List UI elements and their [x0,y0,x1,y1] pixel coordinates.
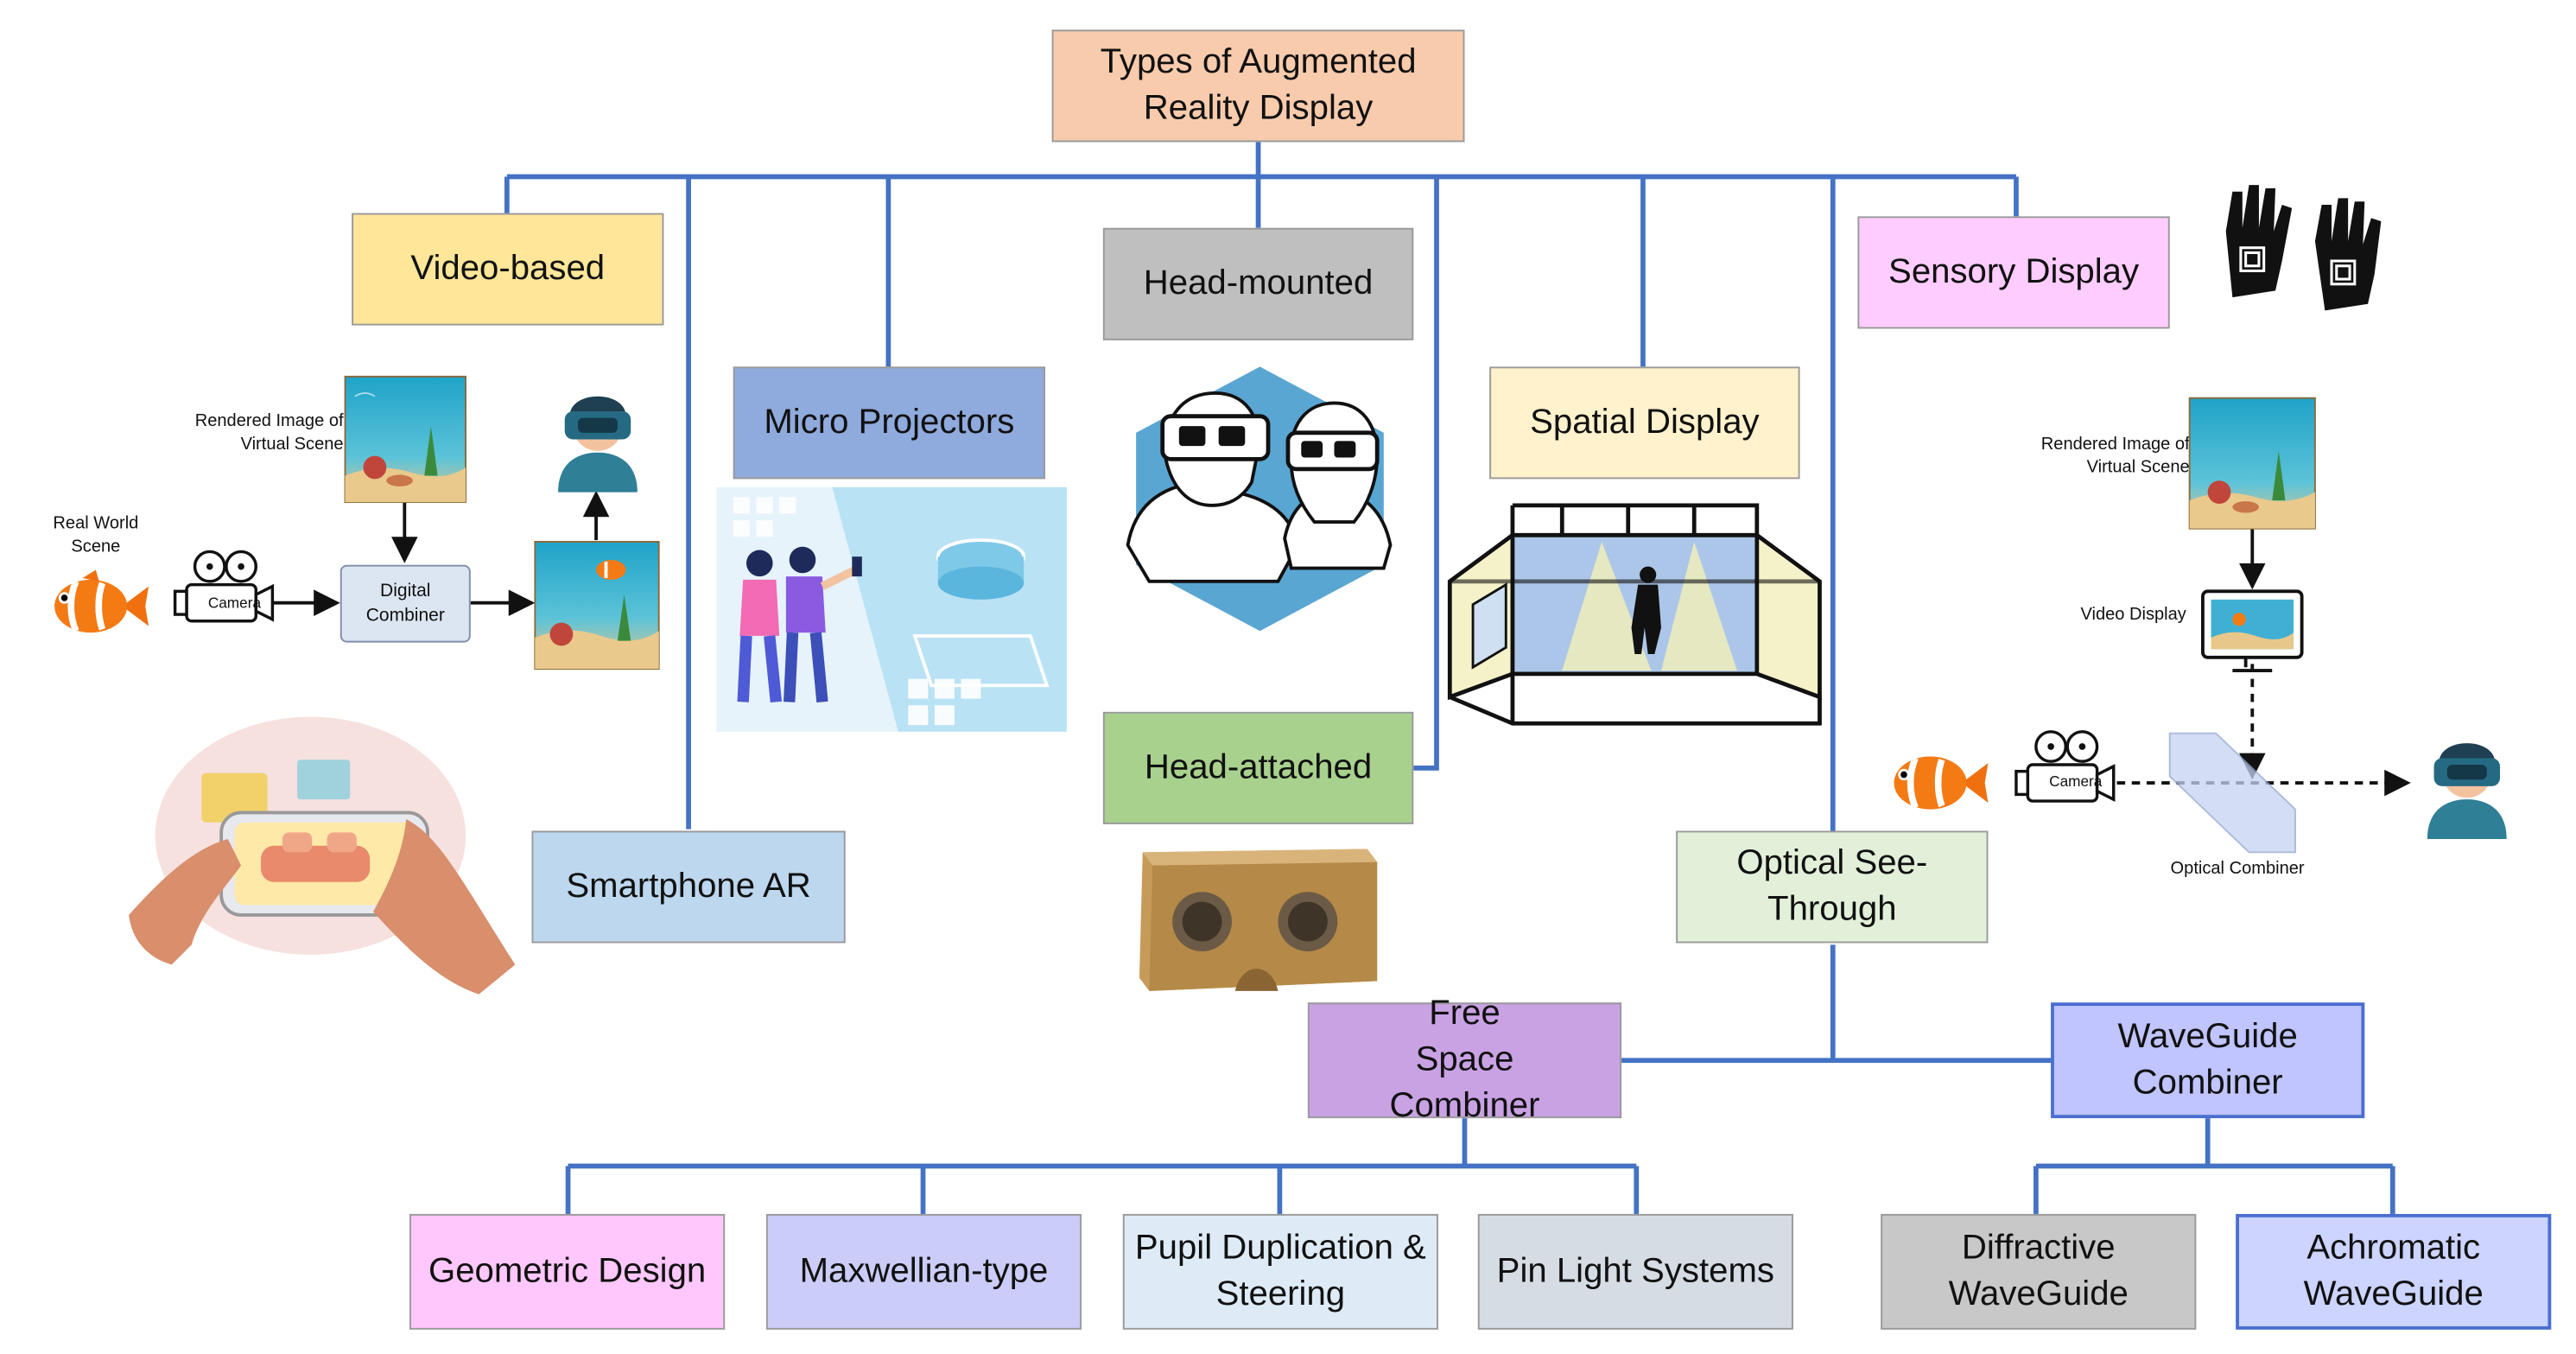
category-head-attached: Head-attached [1102,711,1414,824]
waveguide-combiner: WaveGuide Combiner [2051,1002,2365,1119]
hmd-users-icon [1126,366,1393,632]
clownfish-icon [54,569,149,633]
real-world-scene-label: Real World Scene [53,513,139,557]
rendered-image-label: Rendered Image of Virtual Scene [194,410,344,455]
type-diffractive-waveguide: Diffractive WaveGuide [1881,1213,2197,1330]
underwater-scene-icon [2188,397,2316,530]
category-spatial-display: Spatial Display [1489,366,1800,480]
movie-camera-icon [173,550,275,623]
ar-projection-people-icon [716,486,1067,732]
underwater-scene-icon [534,541,660,671]
diagram-title: Types of Augmented Reality Display [1051,29,1465,143]
vr-user-icon [558,396,638,493]
cave-room-icon [1447,503,1822,726]
camera-label: Camera [207,594,262,612]
free-space-combiner: Free Space Combiner [1307,995,1622,1124]
type-achromatic-waveguide: Achromatic WaveGuide [2236,1213,2552,1330]
beam-splitter-icon [2168,732,2296,854]
cardboard-viewer-icon [1139,849,1378,991]
underwater-scene-icon [344,375,466,504]
digital-combiner-box: Digital Combiner [339,564,471,643]
clownfish-icon [1894,756,1989,810]
rendered-image-label-optical: Rendered Image of Virtual Scene [2040,434,2190,478]
vr-user-icon [2427,743,2507,840]
category-optical-see-through: Optical See-Through [1676,830,1989,944]
category-head-mounted: Head-mounted [1102,227,1414,340]
type-pupil-duplication-steering: Pupil Duplication & Steering [1122,1213,1438,1330]
category-smartphone-ar: Smartphone AR [531,830,846,944]
movie-camera-icon [2014,730,2116,803]
type-pin-light-systems: Pin Light Systems [1477,1213,1793,1330]
video-display-label: Video Display [2080,604,2186,625]
haptic-gloves-icon [2225,185,2382,311]
optical-combiner-label: Optical Combiner [2170,858,2305,879]
monitor-icon [2201,589,2304,672]
type-maxwellian: Maxwellian-type [765,1213,1082,1330]
category-micro-projectors: Micro Projectors [733,366,1045,480]
hands-smartphone-icon [129,716,516,995]
camera-label-optical: Camera [2049,772,2103,790]
category-sensory-display: Sensory Display [1857,216,2170,329]
type-geometric-design: Geometric Design [409,1213,726,1330]
category-video-based: Video-based [352,213,664,326]
